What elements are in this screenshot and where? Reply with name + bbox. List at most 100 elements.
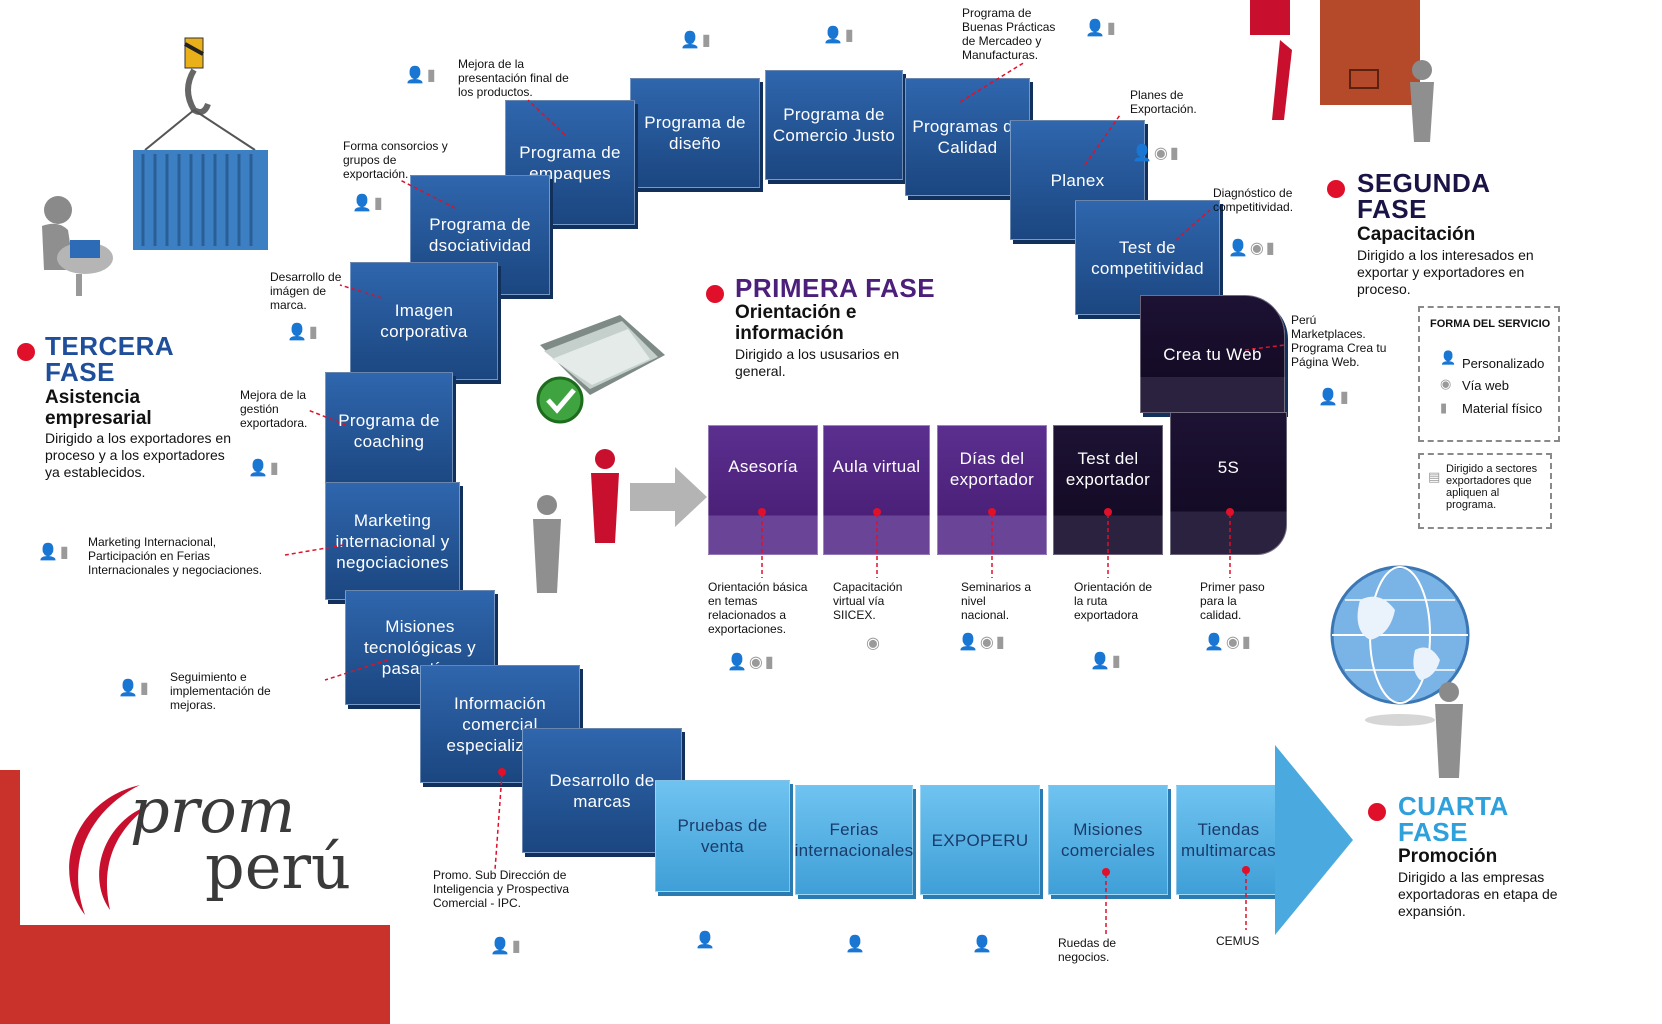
cuarta-fase-desc: Dirigido a las empresas exportadoras en … [1398, 869, 1558, 919]
segment-expoperu: EXPOPERU [920, 785, 1040, 895]
logo-swoosh [69, 785, 150, 915]
person-globe-illustration [1435, 682, 1463, 778]
cuarta-fase-subtitle: Promoción [1398, 846, 1498, 867]
segment-comercio-justo: Programa de Comercio Justo [765, 70, 903, 180]
segment-misiones-comerciales: Misiones comerciales [1048, 785, 1168, 895]
primera-fase-desc: Dirigido a los ususarios en general. [735, 346, 900, 379]
segment-calidad: Programas de Calidad [905, 78, 1030, 196]
person-icon: 👤▮ [1090, 653, 1123, 670]
segment-imagen: Imagen corporativa [350, 262, 498, 380]
note-consorcios: Forma consorcios y grupos de exportación… [343, 139, 448, 181]
box-dias-exportador: Días del exportador [937, 425, 1047, 555]
segment-pruebas-venta: Pruebas de venta [655, 780, 790, 892]
arrow-head [1275, 745, 1353, 935]
cuarta-fase-title: CUARTA FASE [1398, 791, 1508, 847]
segunda-fase-desc: Dirigido a los interesados en exportar y… [1357, 247, 1534, 297]
primera-fase-subtitle: Orientación e información [735, 302, 857, 344]
segment-empaques: Programa de empaques [505, 100, 635, 225]
person-icon: 👤▮ [405, 67, 438, 84]
tercera-fase-desc: Dirigido a los exportadores en proceso y… [45, 430, 231, 480]
person-icon: 👤▮ [118, 680, 151, 697]
person-icon: 👤 [695, 932, 717, 949]
legend-sector-note: Dirigido a sectores exportadores que apl… [1446, 463, 1538, 511]
person-icon: 👤▮ [38, 544, 71, 561]
segment-marketing: Marketing internacional y negociaciones [325, 482, 460, 600]
leader-dot [1102, 868, 1110, 876]
logo-panel: prom perú [20, 770, 390, 925]
phase-marker [1327, 180, 1345, 198]
leader-dot [758, 508, 766, 516]
note-diagnostico: Diagnóstico de competitividad. [1213, 186, 1294, 214]
leader-dot [873, 508, 881, 516]
segment-ferias: Ferias internacionales [795, 785, 913, 895]
person-icon: 👤 [1440, 350, 1457, 365]
note-orientacion-basica: Orientación básica en temas relacionados… [708, 580, 808, 636]
note-imagen-marca: Desarrollo de imágen de marca. [270, 270, 342, 312]
logo-text-prom: prom [130, 774, 296, 847]
note-seguimiento: Seguimiento e implementación de mejoras. [170, 670, 271, 712]
box-asesoria: Asesoría [708, 425, 818, 555]
leader-dot [988, 508, 996, 516]
segment-tiendas: Tiendas multimarcas [1176, 785, 1281, 895]
person-icon: 👤◉▮ [1132, 145, 1181, 162]
people-arrow-illustration [533, 449, 707, 593]
segment-programa-diseno: Programa de diseño [630, 78, 760, 188]
box-test-exportador: Test del exportador [1053, 425, 1163, 555]
box-5s: 5S [1170, 412, 1287, 555]
person-icon: 👤▮ [823, 27, 856, 44]
person-icon: 👤 [845, 936, 867, 953]
person-icon: 👤▮ [1085, 20, 1118, 37]
note-mejora-presentacion: Mejora de la presentación final de los p… [458, 57, 569, 99]
person-at-desk-illustration [42, 196, 113, 296]
service-legend: FORMA DEL SERVICIO 👤 Personalizado ◉ Vía… [1418, 306, 1560, 442]
segunda-fase-title: SEGUNDA FASE [1357, 168, 1490, 224]
globe-illustration [1330, 565, 1470, 726]
person-icon: 👤◉▮ [1204, 634, 1253, 651]
document-icon: ▤ [1428, 469, 1441, 484]
documents-check-illustration [536, 315, 665, 424]
note-ruta: Orientación de la ruta exportadora [1074, 580, 1153, 622]
note-capacitacion-virtual: Capacitación virtual vía SIICEX. [833, 580, 903, 622]
person-icon: 👤▮ [680, 32, 713, 49]
note-cemus: CEMUS [1216, 934, 1260, 948]
logo-text-peru: perú [205, 830, 351, 903]
shipping-container-illustration [133, 37, 268, 250]
sector-legend: ▤ Dirigido a sectores exportadores que a… [1418, 453, 1552, 529]
note-buenas-practicas: Programa de Buenas Prácticas de Mercadeo… [962, 6, 1056, 62]
leader-dot [1226, 508, 1234, 516]
phase-marker [706, 285, 724, 303]
phase-marker [17, 343, 35, 361]
person-icon: 👤◉▮ [1228, 240, 1277, 257]
legend-via-web: Vía web [1462, 378, 1509, 393]
document-icon: ▮ [1440, 400, 1448, 415]
person-icon: 👤▮ [287, 324, 320, 341]
promperu-logo: prom perú [0, 770, 390, 1024]
globe-icon: ◉ [866, 635, 882, 652]
note-primer-paso: Primer paso para la calidad. [1200, 580, 1265, 622]
note-promo: Promo. Sub Dirección de Inteligencia y P… [433, 868, 570, 910]
legend-material-fisico: Material físico [1462, 401, 1543, 416]
person-icon: 👤▮ [1318, 389, 1351, 406]
phase-marker [1368, 803, 1386, 821]
box-aula-virtual: Aula virtual [823, 425, 930, 555]
note-marketing: Marketing Internacional, Participación e… [88, 535, 263, 577]
legend-title: FORMA DEL SERVICIO [1430, 318, 1551, 330]
legend-personalizado: Personalizado [1462, 356, 1545, 371]
primera-fase-title: PRIMERA FASE [735, 273, 936, 303]
person-icon: 👤▮ [490, 938, 523, 955]
worker-box-illustration [1250, 0, 1434, 142]
person-icon: 👤▮ [248, 460, 281, 477]
note-gestion: Mejora de la gestión exportadora. [240, 388, 308, 430]
leader-dot [1242, 866, 1250, 874]
globe-icon: ◉ [1440, 376, 1452, 391]
note-seminarios: Seminarios a nivel nacional. [961, 580, 1032, 622]
segment-coaching: Programa de coaching [325, 372, 453, 490]
person-icon: 👤▮ [352, 195, 385, 212]
note-ruedas: Ruedas de negocios. [1058, 936, 1117, 964]
person-icon: 👤 [972, 936, 994, 953]
person-icon: 👤◉▮ [958, 634, 1007, 651]
tercera-fase-subtitle: Asistencia empresarial [45, 387, 152, 429]
note-marketplaces: Perú Marketplaces. Programa Crea tu Pági… [1291, 313, 1387, 369]
